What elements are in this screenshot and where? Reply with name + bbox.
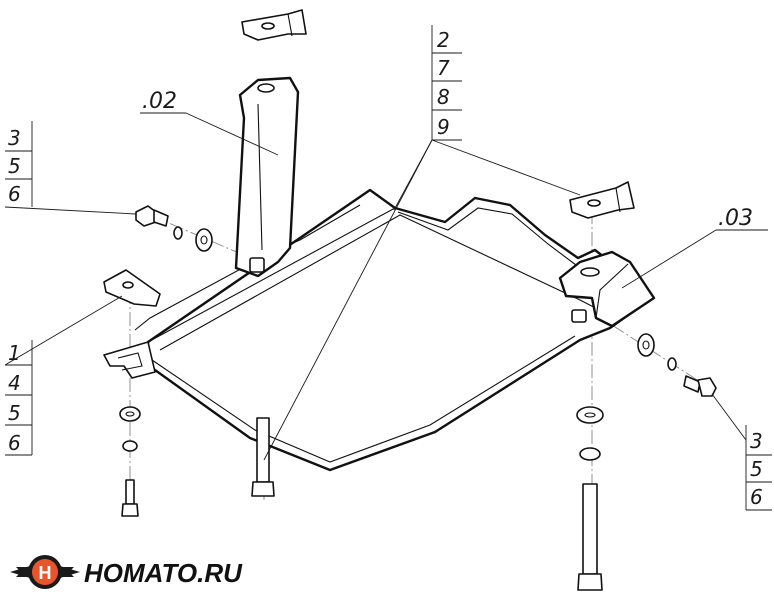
callout-bl-3: 5 bbox=[8, 401, 21, 425]
left-bolt-assembly bbox=[135, 205, 213, 252]
right-vertical-bolt bbox=[576, 406, 604, 591]
callout-right-3: 6 bbox=[750, 485, 763, 509]
callout-center-4: 9 bbox=[437, 115, 450, 139]
callout-bl-2: 4 bbox=[8, 371, 21, 395]
logo-emblem-letter: H bbox=[39, 563, 52, 583]
right-bolt-assembly bbox=[637, 333, 717, 397]
callout-left-2: 5 bbox=[8, 154, 21, 178]
callout-group-center: 2 7 8 9 bbox=[431, 25, 462, 141]
bracket-03 bbox=[558, 250, 656, 328]
leader-lines bbox=[4, 112, 768, 461]
callout-center-2: 7 bbox=[437, 56, 450, 80]
homato-logo: H HOMATO.RU bbox=[10, 555, 243, 589]
callout-right-2: 5 bbox=[750, 457, 763, 481]
top-bracket bbox=[241, 9, 307, 41]
callout-center-1: 2 bbox=[437, 28, 450, 52]
callout-left-3: 6 bbox=[8, 182, 21, 206]
callout-bl-1: 1 bbox=[8, 341, 21, 365]
callout-group-left: 3 5 6 bbox=[5, 121, 33, 207]
callout-right-1: 3 bbox=[750, 429, 763, 453]
right-bracket bbox=[569, 181, 635, 219]
flat-plate-1 bbox=[103, 269, 161, 307]
logo-text: HOMATO.RU bbox=[84, 558, 243, 588]
callout-bl-4: 6 bbox=[8, 431, 21, 455]
callout-03: .03 bbox=[718, 206, 753, 231]
bracket-02 bbox=[234, 76, 300, 278]
callout-group-bottom-left: 1 4 5 6 bbox=[5, 340, 33, 456]
callout-group-right: 3 5 6 bbox=[745, 425, 772, 511]
callout-03-label: .03 bbox=[718, 206, 753, 231]
callout-02-label: .02 bbox=[142, 89, 177, 114]
left-vertical-bolt bbox=[119, 406, 141, 517]
callout-center-3: 8 bbox=[437, 85, 450, 109]
callout-02: .02 bbox=[142, 89, 177, 114]
logo-emblem: H bbox=[10, 555, 80, 589]
skid-plate bbox=[103, 188, 654, 472]
callout-left-1: 3 bbox=[8, 126, 21, 150]
